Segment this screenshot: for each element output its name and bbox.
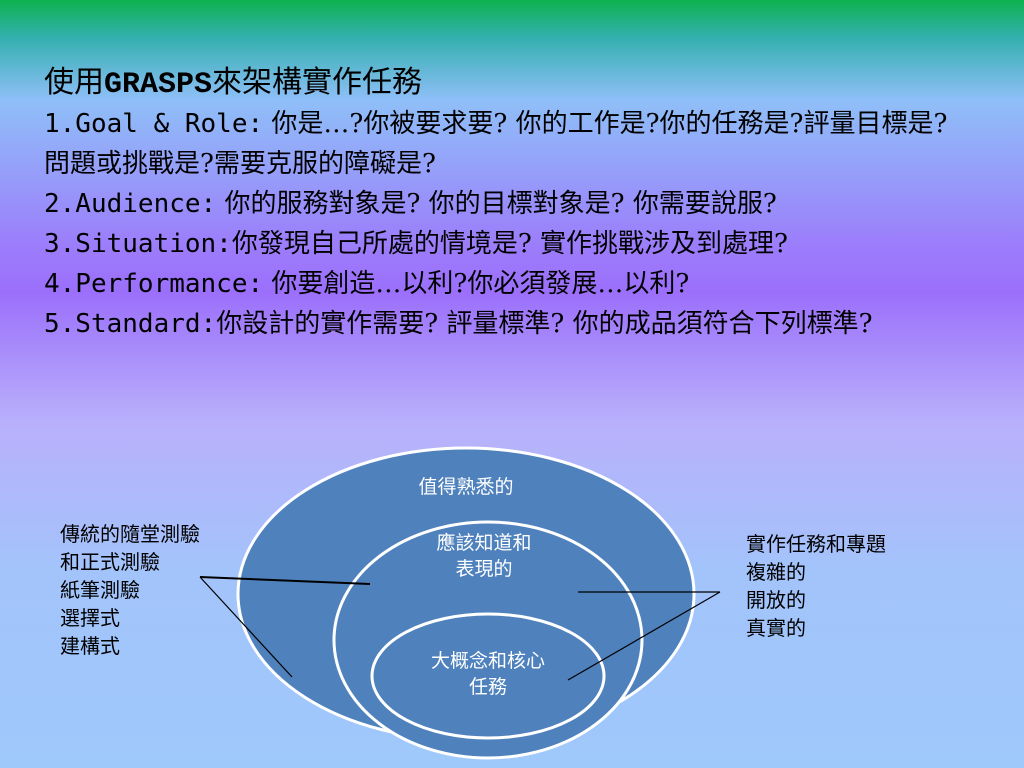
slide-title: 使用GRASPS來架構實作任務: [44, 64, 974, 104]
item-head: 4.Performance:: [44, 269, 264, 299]
item-text: 你發現自己所處的情境是? 實作挑戰涉及到處理?: [231, 229, 788, 259]
right-note-line: 複雜的: [746, 560, 806, 584]
grasps-item-goal-role: 1.Goal & Role: 你是…?你被要求要? 你的工作是?你的任務是?評量…: [44, 104, 974, 184]
title-keyword: GRASPS: [104, 68, 213, 102]
inner-ellipse-label: 大概念和核心 任務: [406, 648, 570, 700]
item-text: 你設計的實作需要? 評量標準? 你的成品須符合下列標準?: [216, 309, 873, 339]
item-head: 1.Goal & Role:: [44, 109, 264, 139]
right-note-line: 實作任務和專題: [746, 532, 886, 556]
right-note-line: 開放的: [746, 588, 806, 612]
inner-label-line: 大概念和核心: [430, 650, 545, 672]
middle-label-line: 表現的: [455, 558, 513, 580]
right-note-line: 真實的: [746, 616, 806, 640]
left-note-line: 和正式測驗: [60, 550, 160, 574]
connector-right-lower: [567, 591, 721, 681]
item-text: 你是…?你被要求要? 你的工作是?你的任務是?評量目標是? 問題或挑戰是?需要克…: [44, 109, 948, 179]
inner-label-line: 任務: [468, 676, 507, 698]
right-notes: 實作任務和專題 複雜的 開放的 真實的: [746, 530, 886, 642]
item-text: 你要創造…以利?你必須發展…以利?: [263, 269, 690, 299]
title-suffix: 來架構實作任務: [212, 65, 423, 100]
item-head: 5.Standard:: [44, 309, 217, 339]
item-text: 你的服務對象是? 你的目標對象是? 你需要說服?: [216, 189, 777, 219]
inner-ellipse: [370, 612, 606, 740]
connector-left-lower: [199, 576, 293, 678]
item-head: 2.Audience:: [44, 189, 217, 219]
grasps-item-situation: 3.Situation:你發現自己所處的情境是? 實作挑戰涉及到處理?: [44, 224, 974, 264]
connector-left-upper: [199, 576, 371, 585]
middle-ellipse-label: 應該知道和 表現的: [414, 530, 554, 582]
left-note-line: 建構式: [60, 634, 120, 658]
outer-ellipse-label: 值得熟悉的: [418, 476, 514, 498]
left-note-line: 選擇式: [60, 606, 120, 630]
grasps-item-standard: 5.Standard:你設計的實作需要? 評量標準? 你的成品須符合下列標準?: [44, 304, 974, 344]
title-prefix: 使用: [44, 65, 104, 100]
grasps-item-audience: 2.Audience: 你的服務對象是? 你的目標對象是? 你需要說服?: [44, 184, 974, 224]
slide-text-block: 使用GRASPS來架構實作任務 1.Goal & Role: 你是…?你被要求要…: [44, 64, 974, 344]
middle-label-line: 應該知道和: [436, 532, 532, 554]
left-note-line: 紙筆測驗: [60, 578, 140, 602]
grasps-item-performance: 4.Performance: 你要創造…以利?你必須發展…以利?: [44, 264, 974, 304]
item-head: 3.Situation:: [44, 229, 232, 259]
left-notes: 傳統的隨堂測驗 和正式測驗 紙筆測驗 選擇式 建構式: [60, 520, 200, 660]
left-note-line: 傳統的隨堂測驗: [60, 522, 200, 546]
